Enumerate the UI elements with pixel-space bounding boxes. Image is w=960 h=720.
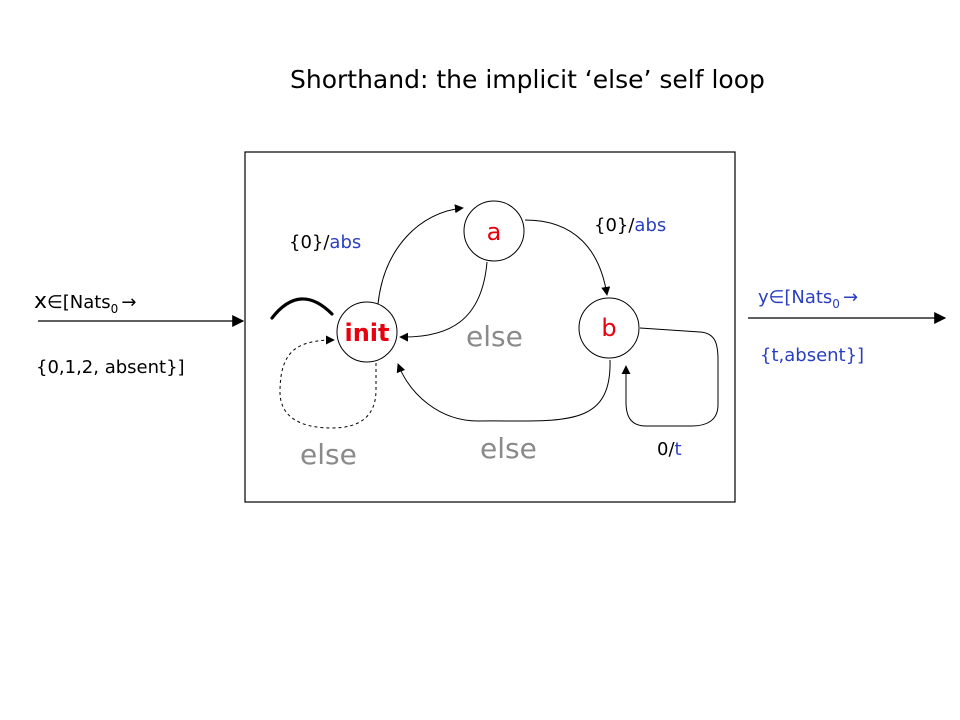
transition-init-to-a-label: {0}/abs [289, 232, 361, 253]
transition-a-to-init-label: else [466, 320, 523, 353]
output-type-label: y∈[Nats0→ {t,absent}] [758, 287, 864, 366]
state-b-label: b [601, 314, 616, 342]
output-set-label: {t,absent}] [760, 345, 864, 366]
transition-b-self-loop [621, 327, 719, 427]
initial-state-indicator [270, 297, 334, 320]
transition-init-self-loop-label: else [300, 438, 357, 471]
transition-b-to-init-label: else [480, 432, 537, 465]
transition-a-to-b [524, 219, 611, 296]
actor-box [244, 151, 736, 503]
transition-init-to-a [377, 204, 464, 305]
transition-init-self-loop [279, 335, 377, 429]
transition-a-to-b-label: {0}/abs [594, 215, 666, 236]
page-title: Shorthand: the implicit ‘else’ self loop [290, 65, 765, 94]
state-b [578, 297, 640, 359]
transition-b-to-init [396, 359, 611, 422]
svg-text:x∈[Nats0→: x∈[Nats0→ [34, 289, 136, 316]
transition-a-to-init [399, 261, 488, 342]
state-a-label: a [487, 218, 502, 246]
state-a [463, 200, 525, 262]
input-set-label: {0,1,2, absent}] [36, 357, 185, 378]
svg-text:y∈[Nats0→: y∈[Nats0→ [758, 287, 858, 311]
input-type-label: x∈[Nats0→ {0,1,2, absent}] [34, 289, 185, 378]
transition-b-self-loop-label: 0/t [657, 439, 682, 460]
state-init-label: init [344, 319, 389, 347]
state-init [336, 301, 398, 363]
